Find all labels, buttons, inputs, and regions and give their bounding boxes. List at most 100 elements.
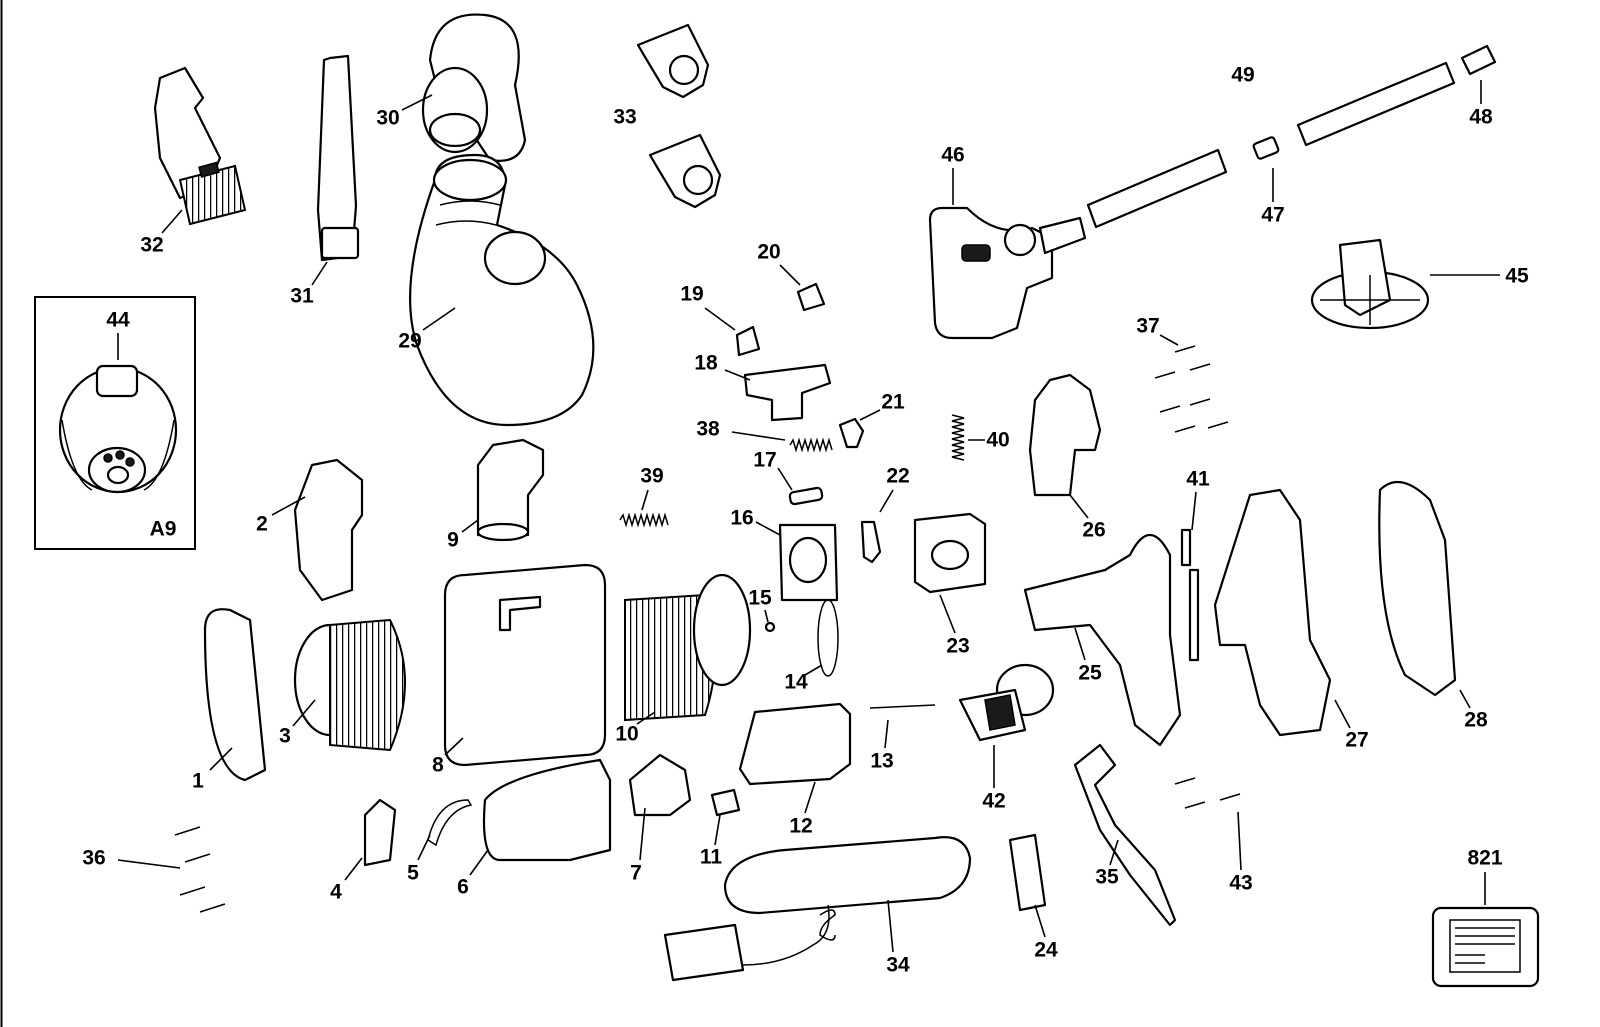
part-39-spring [619, 512, 669, 528]
callout-21: 21 [881, 390, 905, 414]
callout-2: 2 [256, 512, 268, 536]
callout-30: 30 [376, 106, 400, 130]
part-7-bracket [628, 753, 692, 817]
callout-22: 22 [886, 464, 910, 488]
callout-19: 19 [680, 282, 704, 306]
part-14-o-ring [817, 599, 839, 677]
callout-27: 27 [1345, 728, 1369, 752]
part-30-elbow [421, 13, 527, 162]
leader-6 [469, 849, 489, 876]
callout-5: 5 [407, 861, 419, 885]
leader-30 [401, 94, 433, 111]
leader-10 [636, 711, 656, 725]
part-27-body [1213, 488, 1332, 737]
part-16-gasket [778, 523, 839, 602]
callout-8: 8 [432, 753, 444, 777]
leader-5 [417, 834, 431, 861]
leader-8 [444, 737, 464, 756]
leader-13 [884, 719, 889, 749]
leader-23 [939, 594, 956, 634]
part-32-brush-tool [153, 66, 247, 226]
callout-1: 1 [192, 769, 204, 793]
leader-37 [1159, 334, 1179, 346]
leader-31 [311, 261, 328, 286]
part-35-wiring [1073, 743, 1177, 927]
leader-21 [859, 409, 881, 421]
part-46-floor-head [928, 206, 1087, 340]
part-28-cover [1378, 480, 1457, 697]
part-23-bracket [913, 512, 987, 594]
callout-16: 16 [730, 506, 754, 530]
leader-35 [1109, 839, 1119, 866]
part-3-filter [293, 618, 406, 752]
callout-10: 10 [615, 722, 639, 746]
part-21-latch [838, 417, 865, 449]
part-8-dust-bowl [443, 563, 607, 767]
part-5-spring-clip [427, 799, 473, 847]
callout-45: 45 [1505, 264, 1529, 288]
part-37-screws [1154, 345, 1229, 433]
leader-34 [887, 899, 894, 953]
part-49-extension-tubes [1086, 44, 1497, 229]
part-20-button [796, 282, 826, 312]
callout-35: 35 [1095, 865, 1119, 889]
callout-33: 33 [613, 105, 637, 129]
part-18-latch [743, 363, 832, 422]
leader-14 [804, 664, 823, 676]
leader-22 [879, 489, 894, 513]
callout-821: 821 [1467, 846, 1503, 870]
callout-9: 9 [447, 528, 459, 552]
callout-7: 7 [630, 861, 642, 885]
callout-40: 40 [986, 428, 1010, 452]
leader-39 [641, 489, 649, 511]
leader-20 [779, 264, 801, 286]
leader-7 [639, 807, 646, 861]
callout-39: 39 [640, 464, 664, 488]
callout-34: 34 [886, 953, 910, 977]
callout-18: 18 [694, 351, 718, 375]
callout-6: 6 [457, 875, 469, 899]
part-26-handle-part [1028, 373, 1102, 497]
part-2-housing [293, 458, 364, 602]
callout-12: 12 [789, 814, 813, 838]
leader-24 [1034, 904, 1046, 938]
part-43-screws [1174, 777, 1241, 809]
callout-4: 4 [330, 880, 342, 904]
part-821-label [1431, 906, 1540, 988]
part-41-strips [1180, 528, 1200, 662]
callout-42: 42 [982, 789, 1006, 813]
part-24-block [1008, 833, 1047, 912]
leader-2 [271, 496, 306, 516]
callout-24: 24 [1034, 938, 1058, 962]
callout-3: 3 [279, 724, 291, 748]
leader-28 [1459, 689, 1471, 709]
part-45-wall-mount [1310, 238, 1430, 330]
callout-11: 11 [699, 845, 723, 869]
part-19-button [735, 325, 761, 357]
leader-11 [714, 814, 721, 846]
part-29-hose [409, 153, 595, 427]
leader-16 [755, 521, 781, 536]
callout-36: 36 [82, 846, 106, 870]
part-42-motor [958, 663, 1055, 742]
callout-28: 28 [1464, 708, 1488, 732]
callout-44: 44 [106, 308, 130, 332]
leader-12 [804, 781, 816, 814]
part-12-battery-holder [738, 702, 852, 786]
callout-15: 15 [748, 586, 772, 610]
callout-32: 32 [140, 233, 164, 257]
callout-29: 29 [398, 329, 422, 353]
part-40-spring [951, 414, 965, 461]
callout-43: 43 [1229, 871, 1253, 895]
part-36-screws [174, 826, 226, 913]
callout-13: 13 [870, 749, 894, 773]
leader-43 [1237, 811, 1242, 871]
part-44-dust-bowl [58, 364, 178, 494]
part-9-adapter [476, 438, 545, 542]
leader-32 [161, 209, 183, 234]
leader-4 [344, 857, 363, 881]
callout-49: 49 [1231, 63, 1255, 87]
part-13-rod [869, 704, 936, 709]
callout-38: 38 [696, 417, 720, 441]
